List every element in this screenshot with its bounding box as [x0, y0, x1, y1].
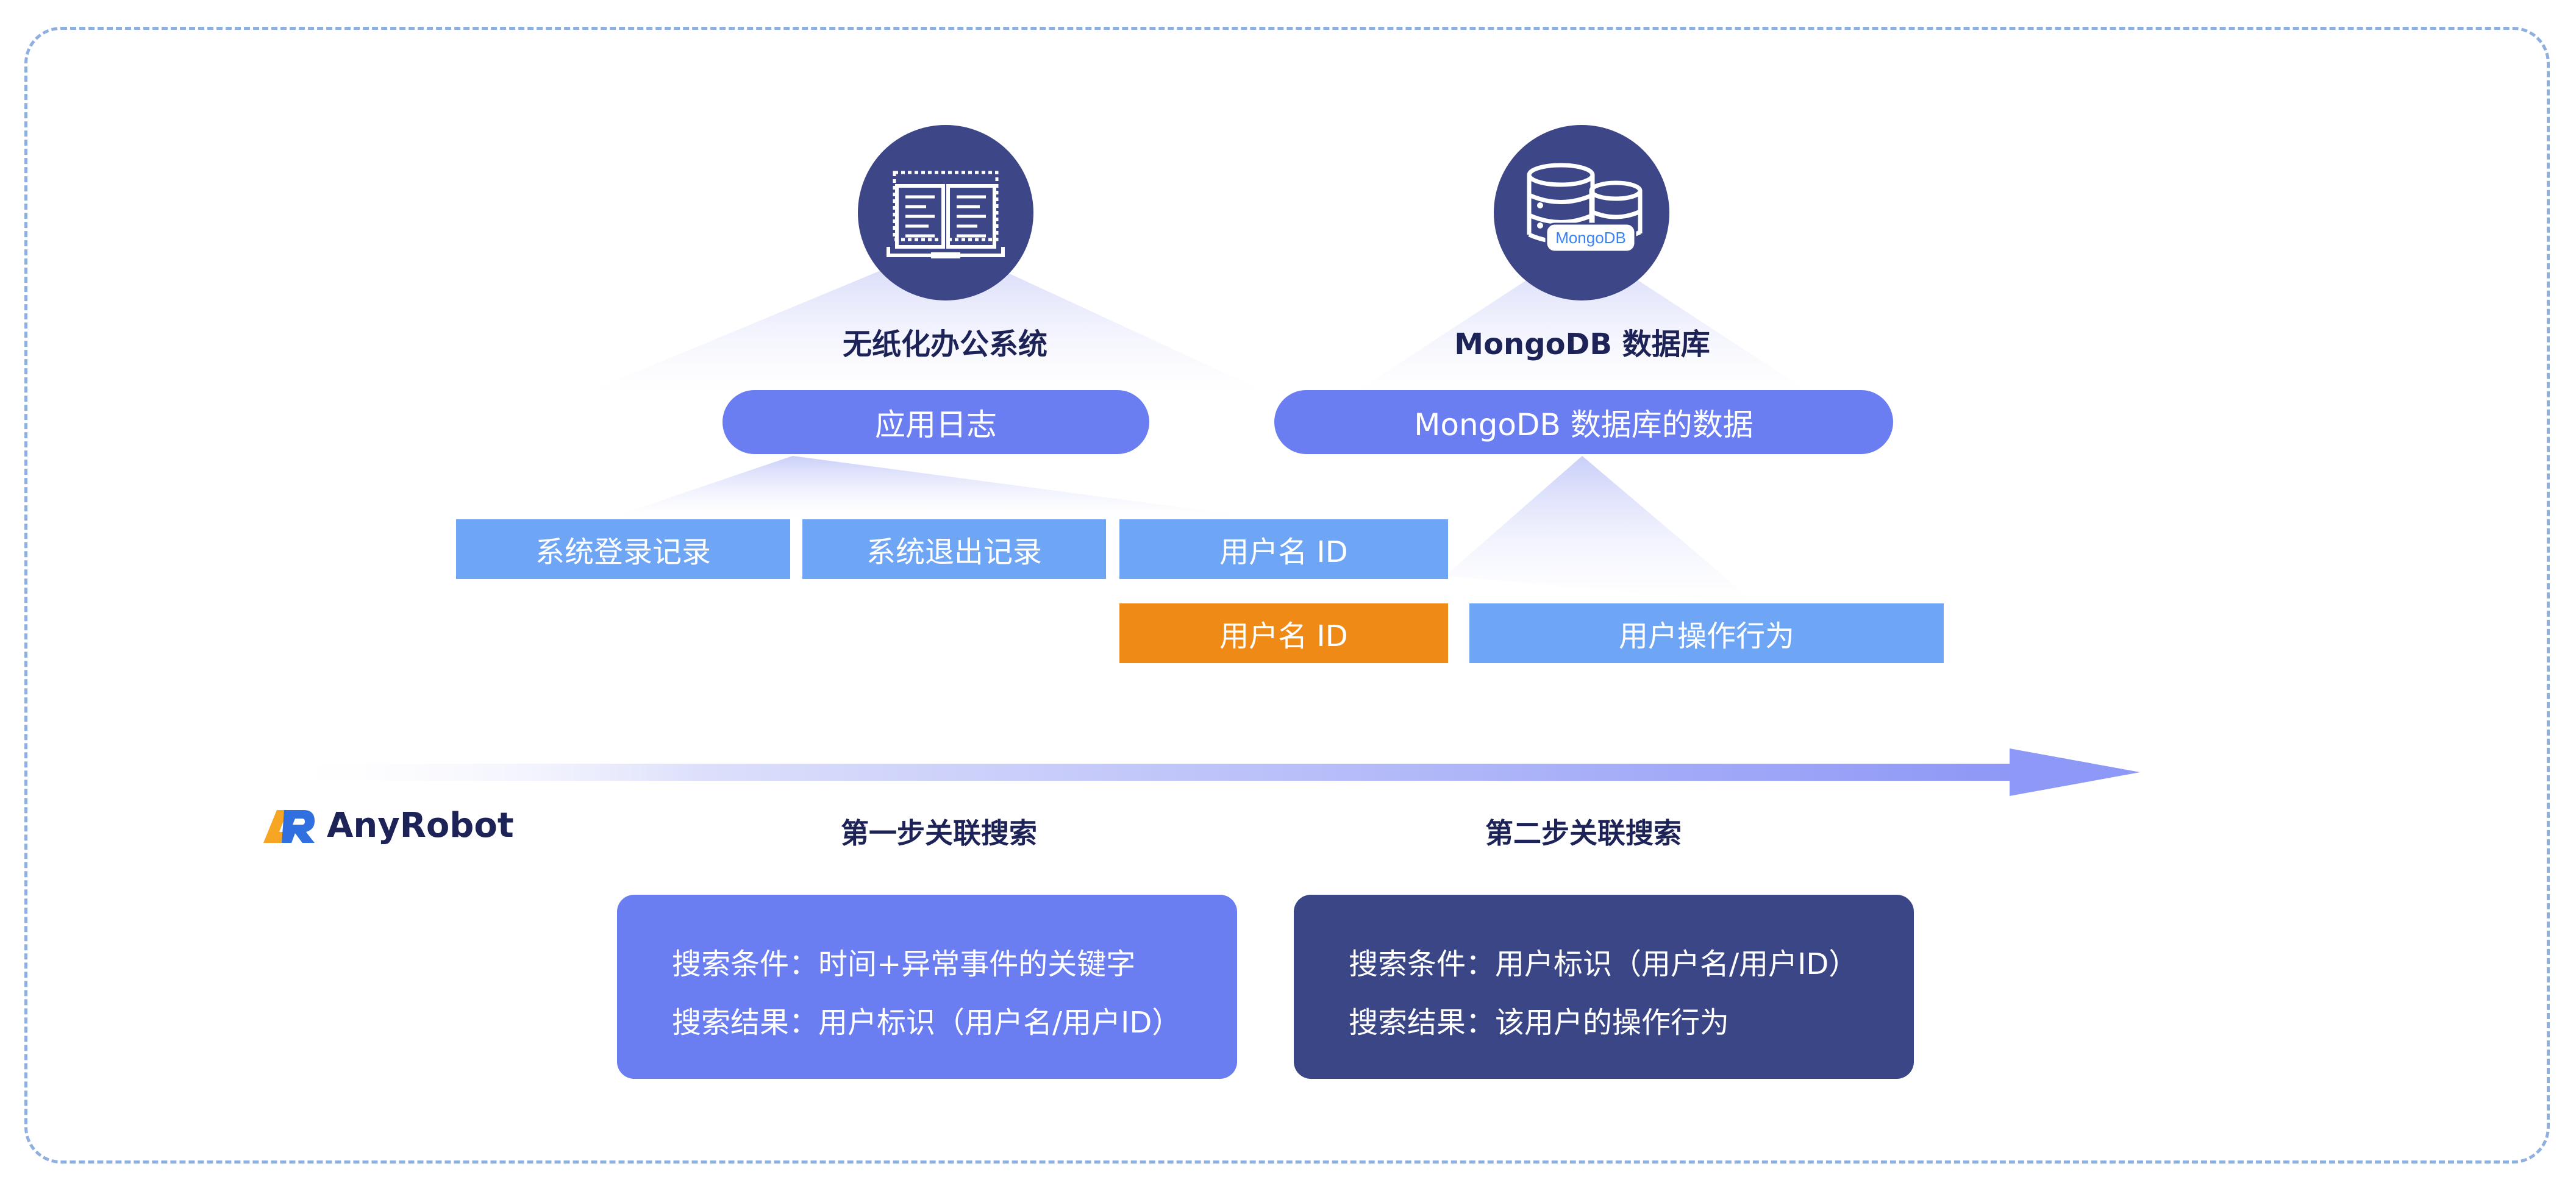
field-user-operation: 用户操作行为 — [1469, 603, 1944, 663]
timeline-arrow-head — [2010, 748, 2140, 796]
source-title-mongodb: MongoDB 数据库 — [1454, 327, 1710, 361]
book-log-icon — [858, 125, 1033, 300]
step-1-label: 第一步关联搜索 — [841, 817, 1037, 850]
database-icon-label: MongoDB — [1555, 229, 1626, 247]
database-icon: MongoDB — [1494, 125, 1669, 300]
step-2-box: 搜索条件：用户标识（用户名/用户ID） 搜索结果：该用户的操作行为 — [1294, 895, 1914, 1079]
pill-mongodb-data: MongoDB 数据库的数据 — [1274, 390, 1893, 454]
field-login-record: 系统登录记录 — [456, 519, 790, 579]
field-username-id-highlight: 用户名 ID — [1119, 603, 1448, 663]
field-logout-record: 系统退出记录 — [802, 519, 1106, 579]
source-fan-right — [1354, 244, 1811, 393]
timeline-arrow-shaft — [268, 764, 2012, 781]
dashed-frame — [24, 27, 2550, 1164]
pill-application-log: 应用日志 — [722, 390, 1149, 454]
field-fan-right — [1445, 456, 1756, 603]
step-1-condition: 搜索条件：时间+异常事件的关键字 — [672, 947, 1136, 981]
step-1-box: 搜索条件：时间+异常事件的关键字 搜索结果：用户标识（用户名/用户ID） — [617, 895, 1237, 1079]
brand-name: AnyRobot — [327, 806, 514, 845]
step-1-result: 搜索结果：用户标识（用户名/用户ID） — [672, 1006, 1182, 1040]
source-title-office: 无纸化办公系统 — [842, 327, 1047, 361]
source-fan-left — [585, 244, 1268, 393]
brand-logo: AnyRobot — [263, 806, 514, 845]
step-2-result: 搜索结果：该用户的操作行为 — [1349, 1006, 1730, 1040]
step-2-condition: 搜索条件：用户标识（用户名/用户ID） — [1349, 947, 1858, 981]
field-username-id: 用户名 ID — [1119, 519, 1448, 579]
step-2-label: 第二步关联搜索 — [1485, 817, 1682, 850]
field-fan-left — [610, 456, 1262, 518]
anyrobot-logo-icon — [263, 809, 315, 843]
